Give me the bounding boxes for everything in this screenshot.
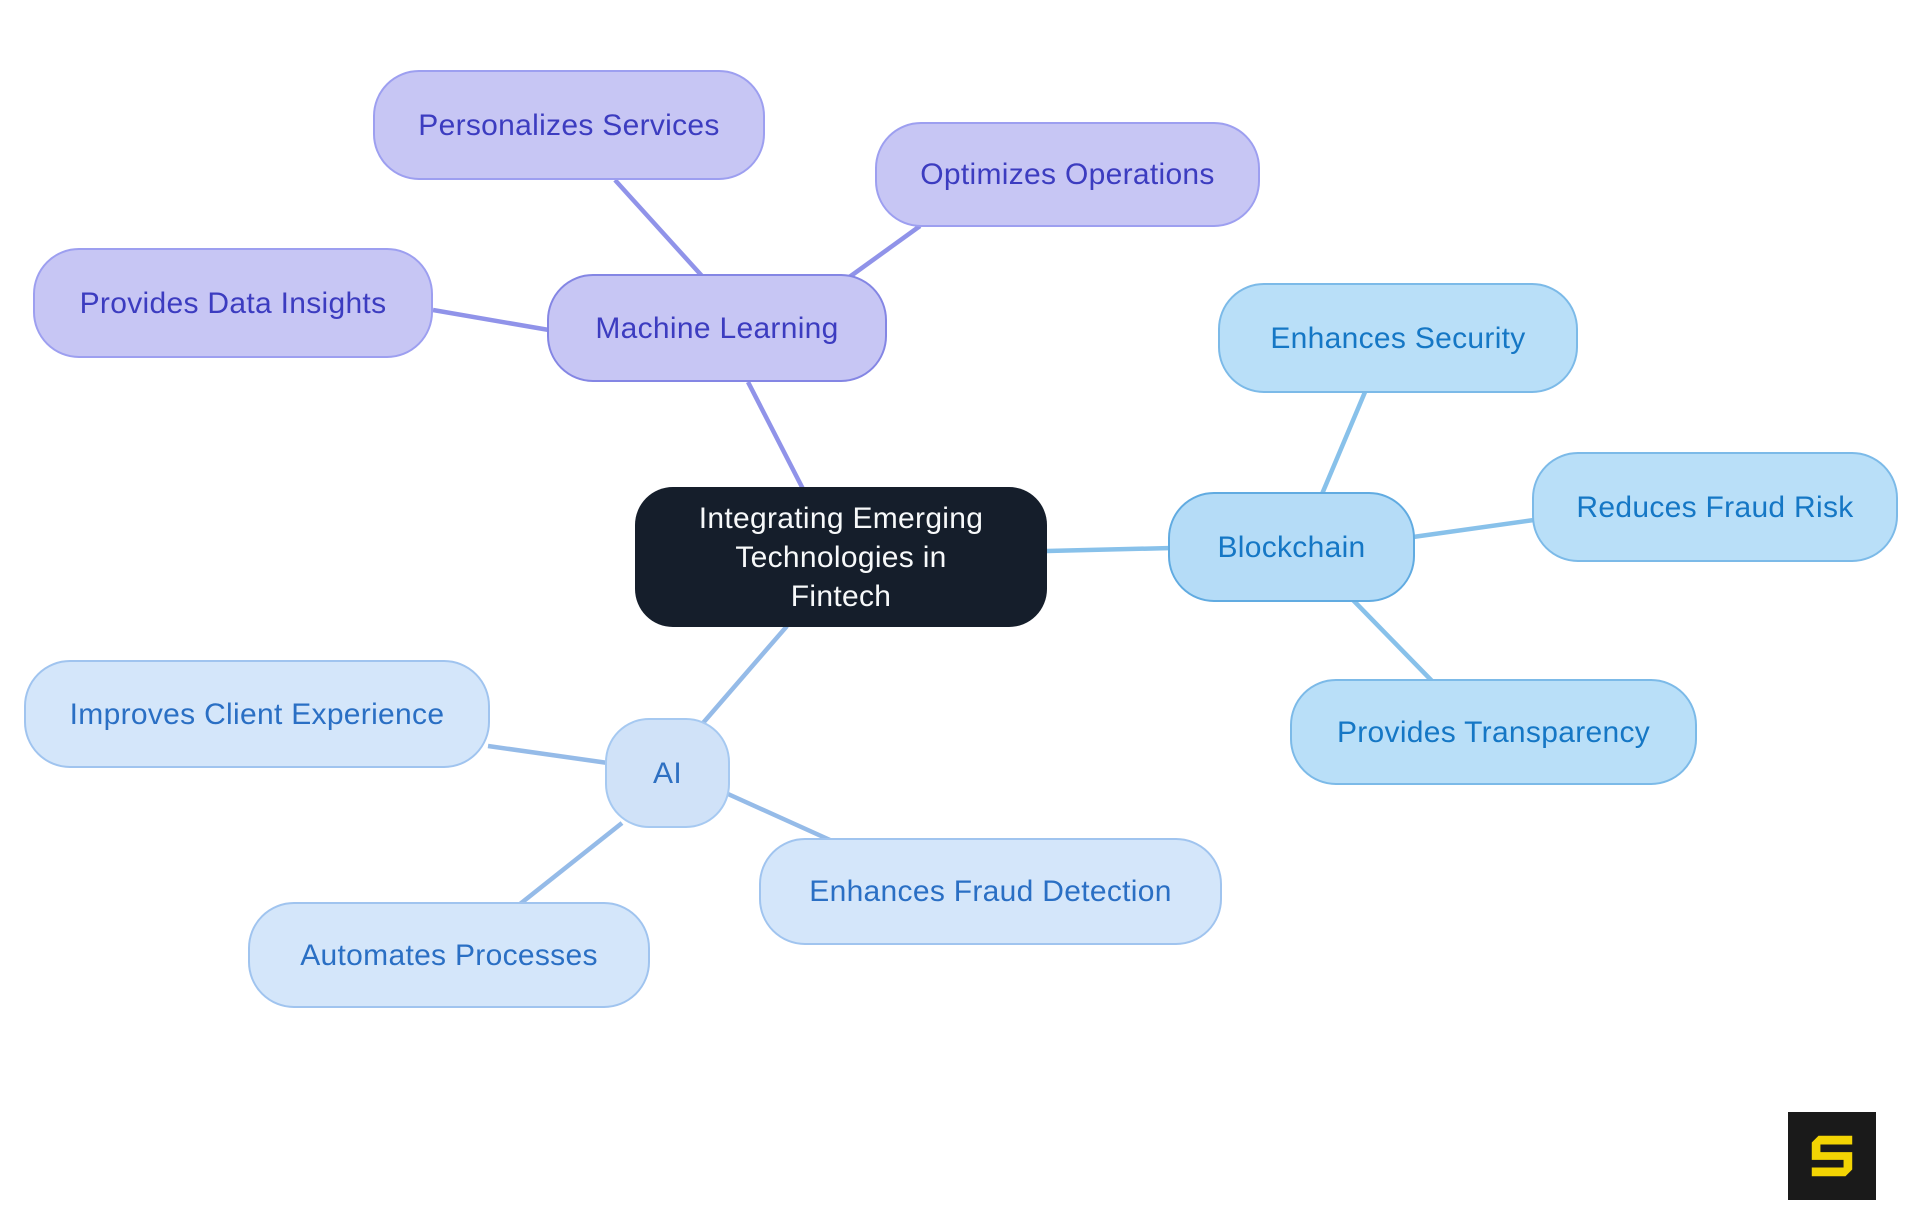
edge-ai-to-frauddetection — [727, 791, 831, 843]
edge-datainsights-to-ml — [432, 307, 550, 333]
child-label: Reduces Fraud Risk — [1576, 490, 1854, 524]
child-node-enhances-security[interactable]: Enhances Security — [1218, 283, 1578, 393]
central-topic-label: Integrating Emerging Technologies in Fin… — [698, 501, 984, 613]
branch-node-ai[interactable]: AI — [605, 718, 730, 828]
child-node-personalizes-services[interactable]: Personalizes Services — [373, 70, 765, 180]
child-label: Enhances Security — [1270, 321, 1526, 355]
edge-center-to-ai — [701, 624, 789, 725]
edge-center-to-blockchain — [1046, 545, 1173, 554]
child-node-reduces-fraud-risk[interactable]: Reduces Fraud Risk — [1532, 452, 1898, 562]
child-node-provides-data-insights[interactable]: Provides Data Insights — [33, 248, 433, 358]
brand-s-icon — [1811, 1135, 1853, 1177]
edge-optimizes-to-ml — [846, 224, 922, 280]
child-node-automates-processes[interactable]: Automates Processes — [248, 902, 650, 1008]
edge-ml-to-center — [745, 380, 806, 491]
branch-label: Machine Learning — [595, 311, 839, 345]
child-label: Provides Data Insights — [79, 286, 387, 320]
branch-label: Blockchain — [1217, 530, 1366, 564]
child-node-provides-transparency[interactable]: Provides Transparency — [1290, 679, 1697, 785]
edge-blockchain-to-transparency — [1350, 597, 1434, 683]
edge-ai-to-clientexperience — [487, 743, 609, 766]
branch-node-machine-learning[interactable]: Machine Learning — [547, 274, 887, 382]
child-label: Improves Client Experience — [69, 697, 445, 731]
branch-node-blockchain[interactable]: Blockchain — [1168, 492, 1415, 602]
child-label: Personalizes Services — [418, 108, 720, 142]
child-label: Enhances Fraud Detection — [809, 875, 1172, 908]
edge-personalizes-to-ml — [613, 178, 704, 278]
edge-blockchain-to-fraudrisk — [1412, 517, 1535, 540]
child-label: Automates Processes — [300, 938, 598, 972]
edge-ai-to-automates — [518, 821, 624, 906]
edge-blockchain-to-security — [1319, 391, 1368, 495]
child-node-enhances-fraud-detection[interactable]: Enhances Fraud Detection — [759, 838, 1222, 945]
child-node-improves-client-experience[interactable]: Improves Client Experience — [24, 660, 490, 768]
child-label: Provides Transparency — [1336, 715, 1651, 749]
brand-logo — [1788, 1112, 1876, 1200]
child-label: Optimizes Operations — [920, 158, 1215, 191]
branch-label: AI — [653, 756, 682, 790]
child-node-optimizes-operations[interactable]: Optimizes Operations — [875, 122, 1260, 227]
central-topic-node[interactable]: Integrating Emerging Technologies in Fin… — [635, 487, 1047, 627]
